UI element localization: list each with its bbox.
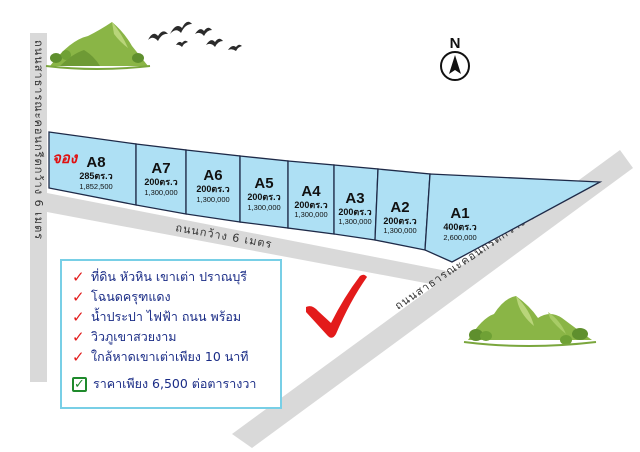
feature-text: โฉนดครุฑแดง — [91, 289, 171, 304]
lot-area: 285ตร.ว — [79, 171, 112, 181]
lot-area: 200ตร.ว — [338, 207, 371, 217]
lot-area: 200ตร.ว — [247, 192, 280, 202]
middle-road — [47, 193, 452, 288]
feature-item: ✓ ใกล้หาดเขาเต่าเพียง 10 นาที — [72, 347, 272, 367]
middle-road-label: ถนนกว้าง 6 เมตร — [174, 221, 273, 251]
check-icon: ✓ — [72, 308, 85, 326]
lot-price: 1,300,000 — [144, 188, 177, 197]
feature-item: ✓ วิวภูเขาสวยงาม — [72, 327, 272, 347]
lots-group — [48, 131, 603, 263]
lot-price: 1,300,000 — [247, 203, 280, 212]
check-icon: ✓ — [72, 288, 85, 306]
info-box: ✓ ที่ดิน หัวหิน เขาเต่า ปราณบุรี ✓ โฉนดค… — [60, 259, 282, 409]
birds-icon — [148, 21, 242, 51]
check-icon: ✓ — [72, 268, 85, 286]
lot-labels: จอง A8 285ตร.ว 1,852,500 A7 200ตร.ว 1,30… — [52, 149, 477, 242]
lot-area: 200ตร.ว — [383, 216, 416, 226]
lot-A1[interactable] — [424, 173, 603, 263]
lot-name: A5 — [254, 175, 273, 192]
lot-area: 400ตร.ว — [443, 222, 476, 232]
left-road-label: ถนนสาธารณะคอนกรีตกว้าง 6 เมตร — [32, 40, 45, 240]
feature-text: ที่ดิน หัวหิน เขาเต่า ปราณบุรี — [91, 269, 248, 284]
checkbox-check-icon: ✓ — [72, 376, 87, 392]
lot-price: 1,300,000 — [383, 226, 416, 235]
feature-item: ✓ น้ำประปา ไฟฟ้า ถนน พร้อม — [72, 307, 272, 327]
feature-text: น้ำประปา ไฟฟ้า ถนน พร้อม — [91, 309, 242, 324]
check-icon: ✓ — [72, 348, 85, 366]
lot-price: 1,300,000 — [338, 217, 371, 226]
feature-item: ✓ ที่ดิน หัวหิน เขาเต่า ปราณบุรี — [72, 267, 272, 287]
right-road — [232, 150, 633, 448]
feature-item: ✓ โฉนดครุฑแดง — [72, 287, 272, 307]
lot-price: 1,300,000 — [196, 195, 229, 204]
lot-name: A7 — [151, 160, 170, 177]
hills-bottom-right-icon — [463, 296, 597, 347]
lot-area: 200ตร.ว — [144, 177, 177, 187]
compass-letter: N — [450, 35, 461, 52]
red-checkmark-icon — [306, 274, 367, 338]
lot-area: 200ตร.ว — [294, 200, 327, 210]
check-icon: ✓ — [72, 328, 85, 346]
hills-top-left-icon — [45, 22, 151, 70]
lot-name: A4 — [301, 183, 321, 200]
lot-price: 2,600,000 — [443, 233, 476, 242]
price-line: ✓ ราคาเพียง 6,500 ต่อตารางวา — [72, 374, 272, 394]
lot-name: A1 — [450, 205, 469, 222]
reserved-label: จอง — [52, 149, 79, 167]
compass-icon: N — [440, 35, 470, 81]
feature-text: ใกล้หาดเขาเต่าเพียง 10 นาที — [91, 349, 249, 364]
price-text: ราคาเพียง 6,500 ต่อตารางวา — [93, 376, 257, 391]
lot-name: A2 — [390, 199, 409, 216]
left-road — [30, 33, 47, 382]
feature-text: วิวภูเขาสวยงาม — [91, 329, 177, 344]
lot-name: A6 — [203, 167, 222, 184]
lot-price: 1,300,000 — [294, 210, 327, 219]
lot-name: A3 — [345, 190, 364, 207]
lot-price: 1,852,500 — [79, 182, 112, 191]
lot-name: A8 — [86, 154, 105, 171]
lot-area: 200ตร.ว — [196, 184, 229, 194]
